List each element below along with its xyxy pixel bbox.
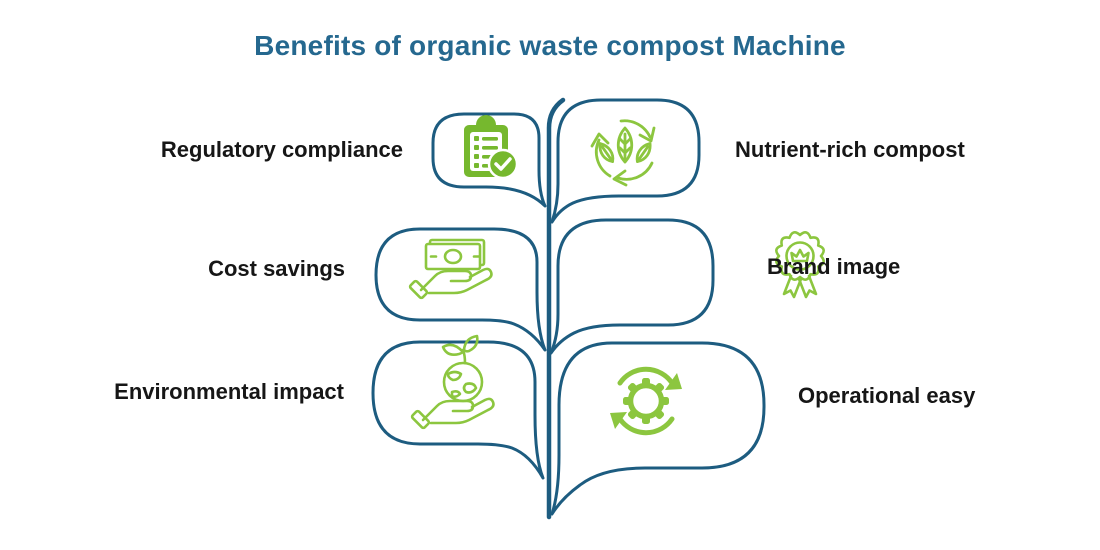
label-brand-image: Brand image: [767, 254, 901, 279]
leaf-bubble-cost-savings: [374, 227, 547, 352]
label-operational-easy: Operational easy: [798, 383, 976, 408]
money-hand-icon: [408, 238, 493, 300]
page-title: Benefits of organic waste compost Machin…: [254, 30, 846, 61]
award-badge-icon: [775, 231, 825, 299]
gear-sync-icon: [610, 366, 682, 436]
label-nutrient-rich-compost: Nutrient-rich compost: [735, 137, 965, 162]
leaves-recycle-icon: [590, 119, 656, 187]
label-environmental-impact: Environmental impact: [114, 379, 344, 404]
checklist-icon: [464, 115, 519, 180]
stem-line: [546, 97, 566, 520]
earth-hand-icon: [410, 334, 495, 430]
label-regulatory-compliance: Regulatory compliance: [160, 137, 403, 162]
leaf-bubble-brand-image: [549, 218, 715, 355]
label-cost-savings: Cost savings: [208, 256, 345, 281]
